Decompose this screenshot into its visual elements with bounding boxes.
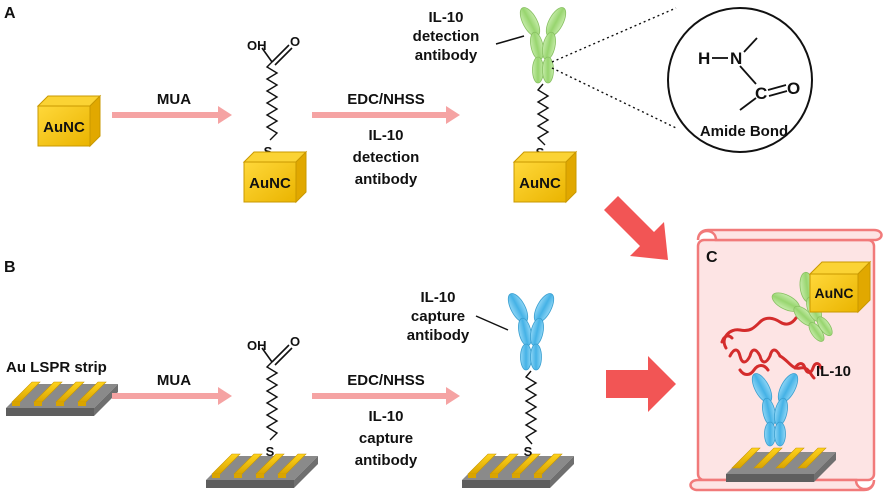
mua-chain-b: [265, 361, 279, 441]
aunc-cube-c: AuNC: [808, 260, 872, 314]
mua-chain-a: [265, 61, 279, 141]
carboxyl-a: [261, 44, 293, 66]
detection-pointer-line: [495, 35, 525, 45]
detection-label-a: detection: [353, 149, 420, 166]
big-arrow-a-to-c: [604, 196, 668, 260]
il10-capture-label-3: antibody: [407, 327, 470, 344]
aunc-cube-3: AuNC: [512, 150, 578, 204]
o-label-b: O: [290, 334, 300, 349]
antibody-label-b: antibody: [355, 452, 418, 469]
arrow-edc-b: [312, 387, 460, 405]
il10-detection-label-2: detection: [413, 28, 480, 45]
capture-antibody-b: [507, 293, 555, 371]
amide-bond-inset: H N C O Amide Bond: [667, 7, 813, 153]
aunc-label-2: AuNC: [249, 175, 291, 192]
carboxyl-b: [261, 344, 293, 366]
oh-label-b: OH: [247, 338, 267, 353]
il10-detection-label-3: antibody: [415, 47, 478, 64]
aunc-cube-2: AuNC: [242, 150, 308, 204]
arrow-mua-a: [112, 106, 232, 124]
o-label-a: O: [290, 34, 300, 49]
capture-pointer-line: [475, 315, 509, 331]
panel-label-c: C: [706, 249, 718, 266]
oh-label-a: OH: [247, 38, 267, 53]
il10-label-a: IL-10: [368, 127, 403, 144]
mua-label-b: MUA: [157, 372, 191, 389]
il10-complex-label: IL-10: [816, 363, 851, 380]
aunc-label-c: AuNC: [815, 285, 854, 301]
arrow-mua-b: [112, 387, 232, 405]
antibody-label-a: antibody: [355, 171, 418, 188]
s-label-b1: S: [266, 444, 275, 459]
il10-capture-label-2: capture: [411, 308, 465, 325]
capture-label-b: capture: [359, 430, 413, 447]
mua-label-a: MUA: [157, 91, 191, 108]
arrow-edc-a: [312, 106, 460, 124]
amide-o-label: O: [787, 79, 800, 98]
amide-h-label: H: [698, 49, 710, 68]
edc-label-a: EDC/NHSS: [347, 91, 425, 108]
s-label-b2: S: [524, 444, 533, 459]
lspr-strip-1: [6, 381, 118, 416]
lspr-strip-2: [206, 453, 318, 488]
panel-label-a: A: [4, 5, 16, 22]
edc-label-b: EDC/NHSS: [347, 372, 425, 389]
il10-protein: [720, 316, 823, 380]
aunc-cube-1: AuNC: [36, 94, 102, 148]
big-arrow-b-to-c: [606, 356, 676, 412]
amide-n-label: N: [730, 49, 742, 68]
au-lspr-strip-label: Au LSPR strip: [6, 359, 107, 376]
aunc-label-1: AuNC: [43, 119, 85, 136]
zoom-line-top: [551, 7, 677, 63]
il10-capture-label-1: IL-10: [420, 289, 455, 306]
linker-chain-a: [536, 83, 550, 146]
zoom-line-bottom: [551, 67, 677, 129]
lspr-strip-c: [726, 447, 836, 482]
capture-antibody-c: [751, 373, 799, 447]
panel-label-b: B: [4, 259, 16, 276]
detection-antibody-a: [519, 7, 567, 84]
il10-detection-label-1: IL-10: [428, 9, 463, 26]
aunc-label-3: AuNC: [519, 175, 561, 192]
amide-c-label: C: [755, 84, 767, 103]
il10-label-b: IL-10: [368, 408, 403, 425]
lspr-strip-3: [462, 453, 574, 488]
amide-bonds: [712, 37, 788, 111]
linker-chain-b: [524, 370, 538, 445]
amide-bond-label: Amide Bond: [700, 123, 788, 140]
